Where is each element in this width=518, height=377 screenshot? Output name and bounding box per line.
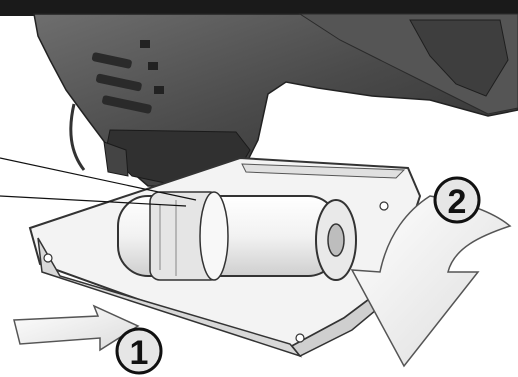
step-1-number: 1: [130, 334, 149, 372]
step-2-number: 2: [448, 183, 467, 221]
step-1-callout: 1: [117, 329, 161, 373]
step-2-callout: 2: [435, 178, 479, 222]
roller-assembly: [118, 192, 356, 280]
